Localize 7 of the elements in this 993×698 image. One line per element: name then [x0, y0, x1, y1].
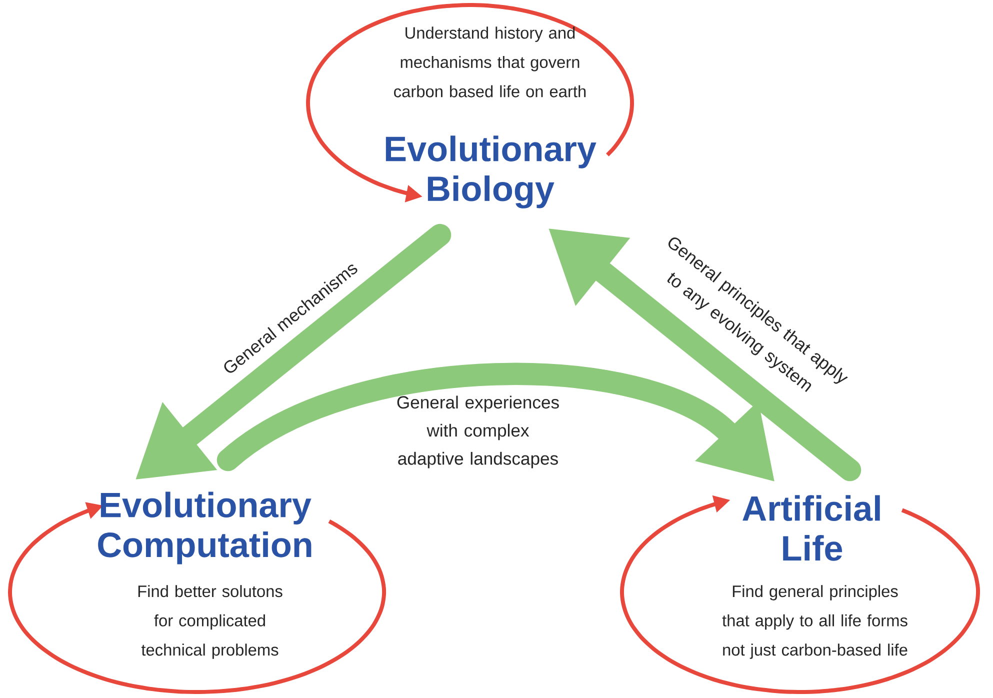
description: Find general principles that apply to all life forms not just carbon-based life [722, 585, 908, 659]
title: Evolutionary Biology [386, 136, 596, 208]
title: Artificial Life [742, 495, 880, 561]
title: Evolutionary Computation [98, 492, 312, 564]
description: Understand history and mechanisms that govern carbon based life on earth [394, 26, 586, 98]
edge-label: General experiences with complex adaptive landscapes [397, 396, 559, 468]
description: Find better solutons for complicated technical problems [138, 585, 282, 659]
